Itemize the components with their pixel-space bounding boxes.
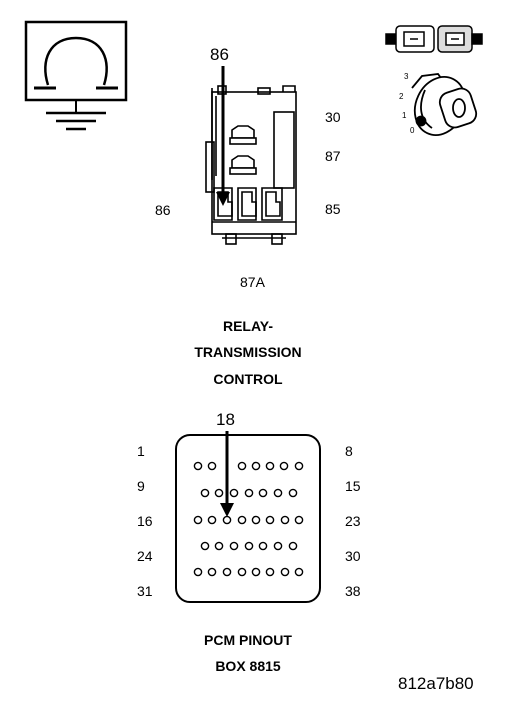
pcm-pin-hole — [280, 567, 290, 577]
pcm-pin-hole — [229, 488, 239, 498]
relay-pin-86-label: 86 — [155, 202, 171, 218]
relay-pin-87a-label: 87A — [240, 274, 265, 290]
relay-title-line3: CONTROL — [213, 371, 283, 387]
pcm-row1-right-label: 8 — [345, 443, 353, 459]
pcm-pin-hole — [280, 515, 290, 525]
pcm-title-line1: PCM PINOUT — [204, 632, 292, 648]
pcm-pin-hole — [200, 541, 210, 551]
pcm-title-line2: BOX 8815 — [215, 658, 281, 674]
pcm-pin-hole — [265, 461, 275, 471]
pcm-pin-hole — [222, 515, 232, 525]
ignition-position-2: 2 — [399, 92, 404, 101]
figure-id: 812a7b80 — [398, 674, 474, 693]
pcm-pin-hole — [294, 567, 304, 577]
ignition-key-icon — [411, 73, 478, 136]
relay-pin-arrow — [216, 66, 230, 206]
pcm-pin-hole — [258, 488, 268, 498]
pcm-connector-body — [175, 434, 321, 603]
relay-pin-callout: 86 — [210, 45, 229, 64]
pcm-pin-hole — [229, 541, 239, 551]
pcm-pin-hole — [258, 541, 268, 551]
pcm-row1-left-label: 1 — [137, 443, 145, 459]
relay-pin-85-label: 85 — [325, 201, 341, 217]
ground-symbol-icon — [24, 20, 128, 131]
pcm-pin-hole — [244, 488, 254, 498]
pcm-pin-hole — [251, 515, 261, 525]
pcm-pin-arrow — [220, 431, 234, 517]
pcm-pin-hole — [193, 461, 203, 471]
pcm-pin-hole — [288, 488, 298, 498]
pcm-pin-hole — [237, 461, 247, 471]
pcm-pin-callout: 18 — [216, 410, 235, 429]
pcm-row3-right-label: 23 — [345, 513, 361, 529]
pcm-pin-hole — [279, 461, 289, 471]
pcm-pin-hole — [273, 488, 283, 498]
pcm-pin-hole — [265, 567, 275, 577]
pcm-pin-hole — [273, 541, 283, 551]
pcm-row2-right-label: 15 — [345, 478, 361, 494]
pcm-pin-hole — [237, 515, 247, 525]
pcm-pin-hole — [288, 541, 298, 551]
relay-pin-87-label: 87 — [325, 148, 341, 164]
pcm-pin-hole — [265, 515, 275, 525]
pcm-pin-hole — [207, 515, 217, 525]
pcm-pin-hole — [222, 567, 232, 577]
pcm-row2-left-label: 9 — [137, 478, 145, 494]
pcm-row5-right-label: 38 — [345, 583, 361, 599]
pcm-pin-hole — [294, 461, 304, 471]
ignition-position-1: 1 — [402, 111, 407, 120]
pcm-pin-hole — [244, 541, 254, 551]
relay-title-line2: TRANSMISSION — [194, 344, 302, 360]
connector-icon — [385, 25, 483, 53]
pcm-pin-hole — [193, 567, 203, 577]
pcm-row4-right-label: 30 — [345, 548, 361, 564]
pcm-pin-grid — [193, 461, 304, 577]
pcm-pin-hole — [193, 515, 203, 525]
relay-pin-30-label: 30 — [325, 109, 341, 125]
relay-title-line1: RELAY- — [222, 318, 274, 334]
pcm-pin-hole — [251, 567, 261, 577]
pcm-row5-left-label: 31 — [137, 583, 153, 599]
pcm-pin-hole — [207, 461, 217, 471]
pcm-pin-hole — [200, 488, 210, 498]
pcm-pin-hole — [214, 541, 224, 551]
pcm-pin-hole — [214, 488, 224, 498]
pcm-pin-hole — [294, 515, 304, 525]
ignition-position-0: 0 — [410, 126, 415, 135]
pcm-row3-left-label: 16 — [137, 513, 153, 529]
pcm-pin-hole — [237, 567, 247, 577]
pcm-pin-hole — [251, 461, 261, 471]
pcm-pin-hole — [207, 567, 217, 577]
pcm-row4-left-label: 24 — [137, 548, 153, 564]
relay-body — [205, 85, 297, 245]
ignition-position-3: 3 — [404, 72, 409, 81]
